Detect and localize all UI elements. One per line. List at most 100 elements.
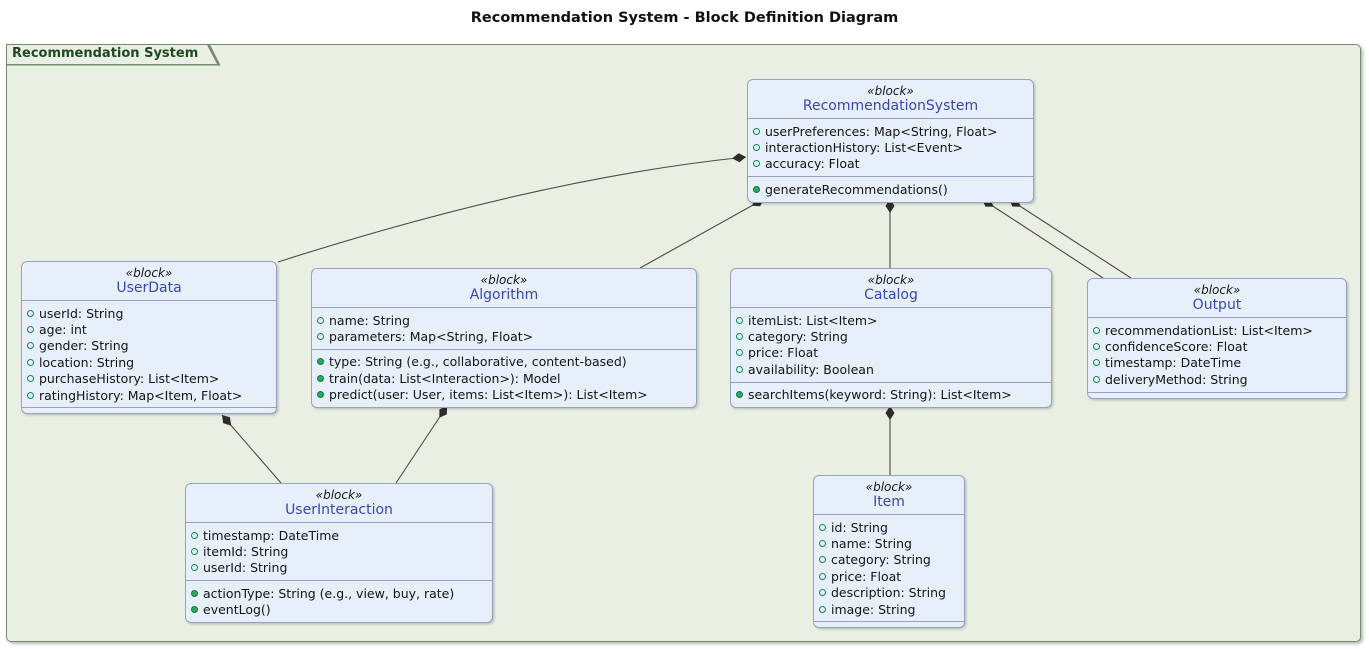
block-catalog[interactable]: «block»Catalog itemList: List<Item>catego… — [730, 268, 1052, 408]
attribute-text: ratingHistory: Map<Item, Float> — [39, 387, 243, 403]
attribute-text: name: String — [329, 312, 410, 328]
attribute-text: price: Float — [831, 568, 902, 584]
attribute-text: itemList: List<Item> — [748, 312, 878, 328]
edge-user-data-to-recommendation-system — [277, 156, 747, 263]
attribute-icon — [819, 589, 826, 597]
attribute-text: purchaseHistory: List<Item> — [39, 371, 220, 387]
block-recommendation-system[interactable]: «block»RecommendationSystem userPreferenc… — [747, 79, 1034, 203]
composition-diamond-algorithm — [439, 406, 447, 418]
attribute-icon — [27, 309, 34, 317]
attribute-text: name: String — [831, 536, 912, 552]
attribute-icon — [27, 326, 34, 334]
attribute-icon — [191, 548, 198, 556]
attribute-row: category: String — [736, 328, 1048, 344]
attribute-row: name: String — [317, 312, 693, 328]
block-name: UserData — [116, 280, 182, 296]
block-stereotype: «block» — [865, 480, 913, 494]
block-name: Algorithm — [469, 287, 539, 303]
attribute-row: name: String — [819, 535, 961, 551]
attribute-text: userId: String — [203, 560, 288, 576]
composition-diamond-catalog — [885, 406, 895, 420]
attribute-icon — [317, 333, 324, 341]
block-stereotype: «block» — [867, 84, 914, 98]
operation-text: train(data: List<Interaction>): Model — [329, 370, 561, 386]
attribute-icon — [27, 342, 34, 350]
operation-row: predict(user: User, items: List<Item>): … — [317, 387, 693, 403]
attribute-icon — [1093, 326, 1100, 334]
block-header: «block»Item — [814, 476, 964, 514]
attribute-row: timestamp: DateTime — [191, 527, 489, 543]
attribute-row: image: String — [819, 601, 961, 617]
attribute-text: accuracy: Float — [765, 156, 860, 172]
operation-text: generateRecommendations() — [765, 181, 948, 197]
operations-compartment-empty — [814, 621, 964, 627]
attribute-icon — [736, 333, 743, 341]
attribute-icon — [736, 316, 743, 324]
attribute-row: userId: String — [27, 305, 273, 321]
operations-compartment: searchItems(keyword: String): List<Item> — [731, 381, 1051, 407]
attribute-text: timestamp: DateTime — [203, 527, 340, 543]
operation-row: train(data: List<Interaction>): Model — [317, 370, 693, 386]
attribute-text: age: int — [39, 322, 87, 338]
attribute-text: description: String — [831, 585, 946, 601]
operation-row: actionType: String (e.g., view, buy, rat… — [191, 585, 489, 601]
attribute-text: deliveryMethod: String — [1105, 371, 1248, 387]
block-stereotype: «block» — [867, 273, 915, 287]
attribute-icon — [27, 375, 34, 383]
composition-diamond-recommendation-system — [732, 153, 746, 163]
attributes-compartment: recommendationList: List<Item>confidence… — [1088, 317, 1346, 392]
operation-icon — [191, 606, 198, 614]
attribute-row: price: Float — [736, 345, 1048, 361]
attribute-row: id: String — [819, 519, 961, 535]
block-name: Output — [1192, 297, 1242, 313]
frame-label: Recommendation System — [12, 46, 199, 61]
attribute-row: timestamp: DateTime — [1093, 355, 1343, 371]
attribute-icon — [1093, 343, 1100, 351]
operation-text: searchItems(keyword: String): List<Item> — [748, 387, 1012, 403]
attribute-text: price: Float — [748, 345, 819, 361]
diagram-title: Recommendation System - Block Definition… — [470, 10, 899, 26]
block-header: «block»Algorithm — [312, 269, 696, 307]
attributes-compartment: userPreferences: Map<String, Float>inter… — [748, 118, 1033, 176]
frame-tab: Recommendation System — [5, 43, 221, 66]
attribute-row: userPreferences: Map<String, Float> — [753, 123, 1030, 139]
attribute-row: age: int — [27, 321, 273, 337]
attribute-icon — [317, 316, 324, 324]
attribute-row: itemList: List<Item> — [736, 312, 1048, 328]
attribute-row: recommendationList: List<Item> — [1093, 322, 1343, 338]
attribute-text: userPreferences: Map<String, Float> — [765, 123, 998, 139]
attribute-row: gender: String — [27, 338, 273, 354]
block-stereotype: «block» — [480, 273, 528, 287]
attribute-icon — [819, 540, 826, 548]
attribute-text: availability: Boolean — [748, 361, 874, 377]
frame-tab-fill: Recommendation System — [7, 45, 217, 64]
edge-user-interaction-to-algorithm — [395, 405, 448, 484]
attribute-row: interactionHistory: List<Event> — [753, 139, 1030, 155]
block-name: Item — [873, 494, 905, 510]
attribute-text: parameters: Map<String, Float> — [329, 329, 534, 345]
operation-icon — [191, 589, 198, 597]
block-header: «block»UserInteraction — [186, 484, 492, 522]
block-name: RecommendationSystem — [802, 98, 979, 114]
operation-text: type: String (e.g., collaborative, conte… — [329, 354, 627, 370]
attribute-text: image: String — [831, 601, 916, 617]
attribute-text: timestamp: DateTime — [1105, 355, 1242, 371]
block-name: Catalog — [864, 287, 918, 303]
attribute-row: userId: String — [191, 560, 489, 576]
operation-text: predict(user: User, items: List<Item>): … — [329, 387, 648, 403]
attribute-row: parameters: Map<String, Float> — [317, 328, 693, 344]
attribute-icon — [191, 564, 198, 572]
operations-compartment: actionType: String (e.g., view, buy, rat… — [186, 580, 492, 622]
attribute-text: category: String — [831, 552, 931, 568]
attribute-icon — [753, 144, 760, 152]
attribute-row: deliveryMethod: String — [1093, 371, 1343, 387]
edge-output-to-recommendation-system — [981, 198, 1104, 279]
